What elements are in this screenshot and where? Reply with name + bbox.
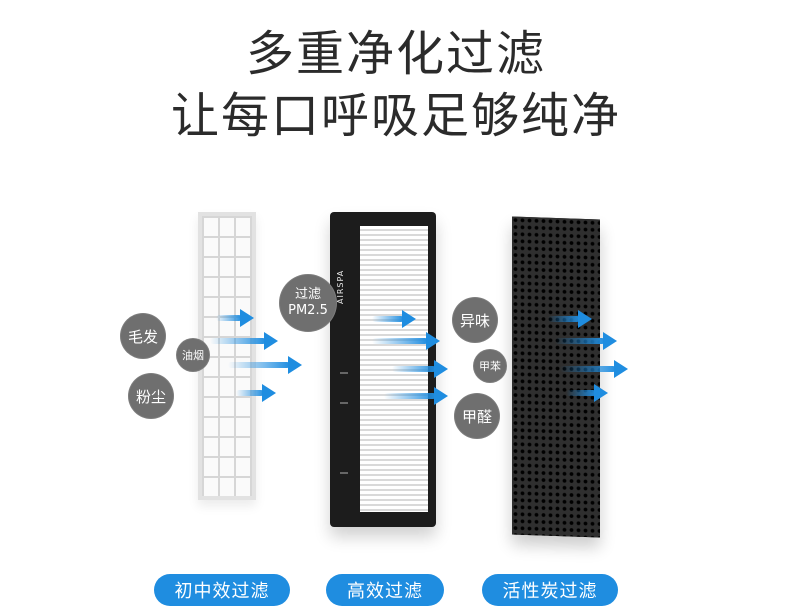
arrow-right-icon — [555, 332, 617, 350]
arrow-right-icon — [548, 310, 592, 328]
pollutant-bubble-formaldehyde: 甲醛 — [454, 393, 500, 439]
arrow-right-icon — [384, 387, 448, 405]
arrow-right-icon — [216, 309, 254, 327]
arrow-right-icon — [372, 332, 440, 350]
pollutant-bubble-hair: 毛发 — [120, 313, 166, 359]
hepa-print-mark — [340, 372, 348, 374]
pm-label-filter: 过滤 — [294, 287, 321, 302]
arrow-right-icon — [236, 384, 276, 402]
headline-line-2: 让每口呼吸足够纯净 — [170, 88, 621, 144]
stage-label-hepa: 高效过滤 — [326, 574, 444, 606]
arrow-right-icon — [392, 360, 448, 378]
arrow-right-icon — [560, 360, 628, 378]
arrow-right-icon — [566, 384, 608, 402]
pm-label-pm25: PM2.5 — [288, 303, 328, 318]
arrow-right-icon — [228, 356, 302, 374]
pollutant-bubble-toluene: 甲苯 — [473, 349, 507, 383]
headline-line-1: 多重净化过滤 — [245, 26, 546, 82]
hepa-print-mark — [340, 472, 348, 474]
hepa-print-mark — [340, 402, 348, 404]
arrow-right-icon — [210, 332, 278, 350]
arrow-right-icon — [372, 310, 416, 328]
hepa-brand-text: AIRSPA — [336, 269, 345, 305]
pollutant-bubble-dust: 粉尘 — [128, 373, 174, 419]
activated-carbon-filter — [512, 216, 600, 538]
stage-label-carbon: 活性炭过滤 — [482, 574, 618, 606]
pollutant-bubble-pm25: 过滤 PM2.5 — [279, 274, 337, 332]
pollutant-bubble-oil-smoke: 油烟 — [176, 338, 210, 372]
pollutant-bubble-odor: 异味 — [452, 297, 498, 343]
primary-filter-mesh — [198, 212, 256, 500]
stage-label-primary: 初中效过滤 — [154, 574, 290, 606]
